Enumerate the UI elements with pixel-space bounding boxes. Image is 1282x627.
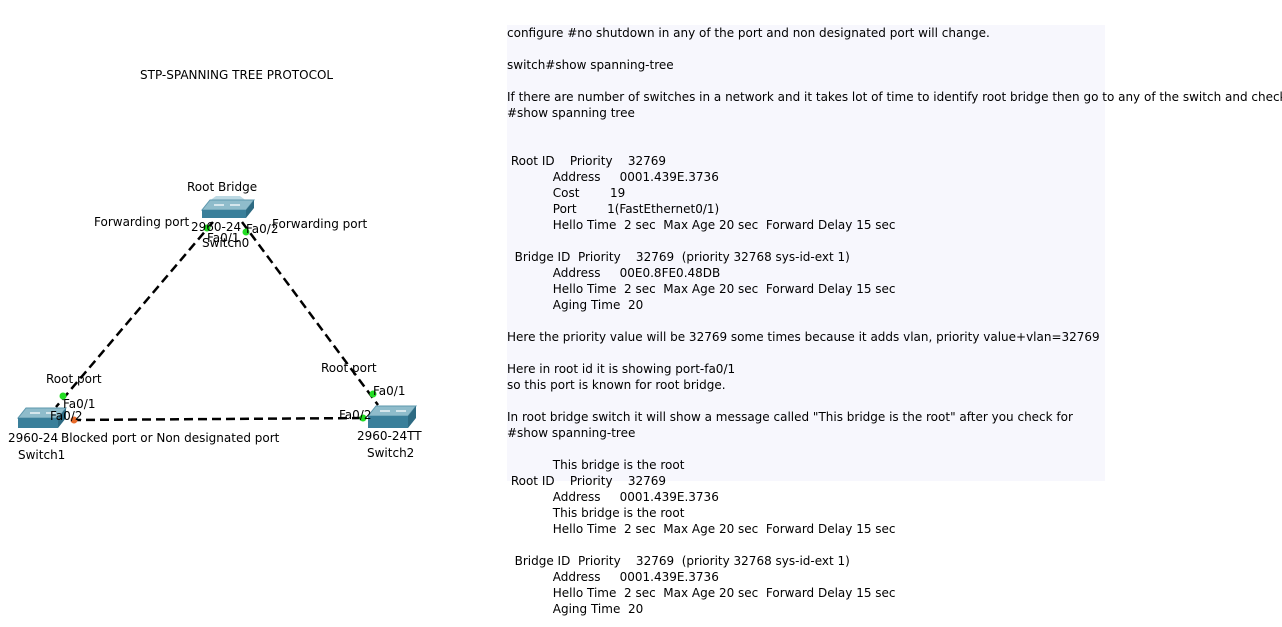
switch1-model: 2960-24: [8, 431, 58, 445]
note-line: Root ID Priority 32769: [507, 474, 666, 488]
note-line: This bridge is the root: [507, 506, 685, 520]
port-status-dot: [369, 390, 377, 398]
note-line: #show spanning-tree: [507, 426, 636, 440]
port-status-dot: [203, 224, 211, 232]
diagram-title: STP-SPANNING TREE PROTOCOL: [140, 68, 333, 82]
root-bridge-label: Root Bridge: [187, 180, 257, 194]
note-line: If there are number of switches in a net…: [507, 90, 1282, 104]
note-line: Bridge ID Priority 32769 (priority 32768…: [507, 554, 850, 568]
blocked-port-dot: [70, 416, 78, 424]
note-line: This bridge is the root: [507, 458, 685, 472]
note-line: Root ID Priority 32769: [507, 154, 666, 168]
switch2-icon[interactable]: [366, 405, 418, 428]
note-line: Aging Time 20: [507, 602, 644, 616]
blocked-port-label: Blocked port or Non designated port: [61, 431, 280, 445]
note-line: Address 0001.439E.3736: [507, 570, 719, 584]
note-line: Hello Time 2 sec Max Age 20 sec Forward …: [507, 586, 896, 600]
port-status-dot: [359, 414, 367, 422]
switch0-name: Switch0: [202, 236, 249, 250]
notes-background: [507, 25, 1105, 481]
port-status-dot: [242, 228, 250, 236]
note-line: Cost 19: [507, 186, 626, 200]
switch0-port-fa0-1: Fa0/1: [207, 231, 239, 245]
note-line: Here the priority value will be 32769 so…: [507, 330, 1100, 344]
note-line: Hello Time 2 sec Max Age 20 sec Forward …: [507, 522, 896, 536]
links: [55, 221, 380, 422]
stp-topology-diagram: STP-SPANNING TREE PROTOCOL Root Bridge F…: [8, 68, 422, 462]
note-line: Address 0001.439E.3736: [507, 490, 719, 504]
switch2-port-fa0-2: Fa0/2: [339, 408, 371, 422]
note-line: #show spanning tree: [507, 106, 635, 120]
note-line: so this port is known for root bridge.: [507, 378, 726, 392]
note-line: Port 1(FastEthernet0/1): [507, 202, 720, 216]
switch2-name: Switch2: [367, 446, 414, 460]
forwarding-port-label: Forwarding port: [272, 217, 368, 231]
link-switch0-switch1[interactable]: [55, 221, 214, 408]
switch2-port-fa0-1: Fa0/1: [373, 384, 405, 398]
port-status-dot: [59, 392, 67, 400]
link-switch0-switch2[interactable]: [240, 221, 380, 406]
switch1-name: Switch1: [18, 448, 65, 462]
root-port-label: Root port: [321, 361, 377, 375]
switch0-icon[interactable]: [200, 196, 256, 218]
note-line: Address 00E0.8FE0.48DB: [507, 266, 721, 280]
note-line: Address 0001.439E.3736: [507, 170, 719, 184]
note-line: In root bridge switch it will show a mes…: [507, 410, 1073, 424]
switch0-model: 2960-24: [191, 220, 241, 234]
link-switch1-switch2[interactable]: [71, 416, 367, 422]
switch0-port-fa0-2: Fa0/2: [246, 222, 278, 236]
switch1-port-fa0-2: Fa0/2: [50, 409, 82, 423]
note-line: configure #no shutdown in any of the por…: [507, 26, 990, 40]
switch1-icon[interactable]: [16, 407, 68, 428]
switch1-port-fa0-1: Fa0/1: [63, 397, 95, 411]
note-line: Bridge ID Priority 32769 (priority 32768…: [507, 250, 850, 264]
note-line: switch#show spanning-tree: [507, 58, 674, 72]
root-port-label: Root port: [46, 372, 102, 386]
note-line: Hello Time 2 sec Max Age 20 sec Forward …: [507, 282, 896, 296]
switch2-model: 2960-24TT: [357, 429, 422, 443]
note-line: Hello Time 2 sec Max Age 20 sec Forward …: [507, 218, 896, 232]
forwarding-port-label: Forwarding port: [94, 215, 190, 229]
note-line: Here in root id it is showing port-fa0/1: [507, 362, 736, 376]
note-line: Aging Time 20: [507, 298, 644, 312]
